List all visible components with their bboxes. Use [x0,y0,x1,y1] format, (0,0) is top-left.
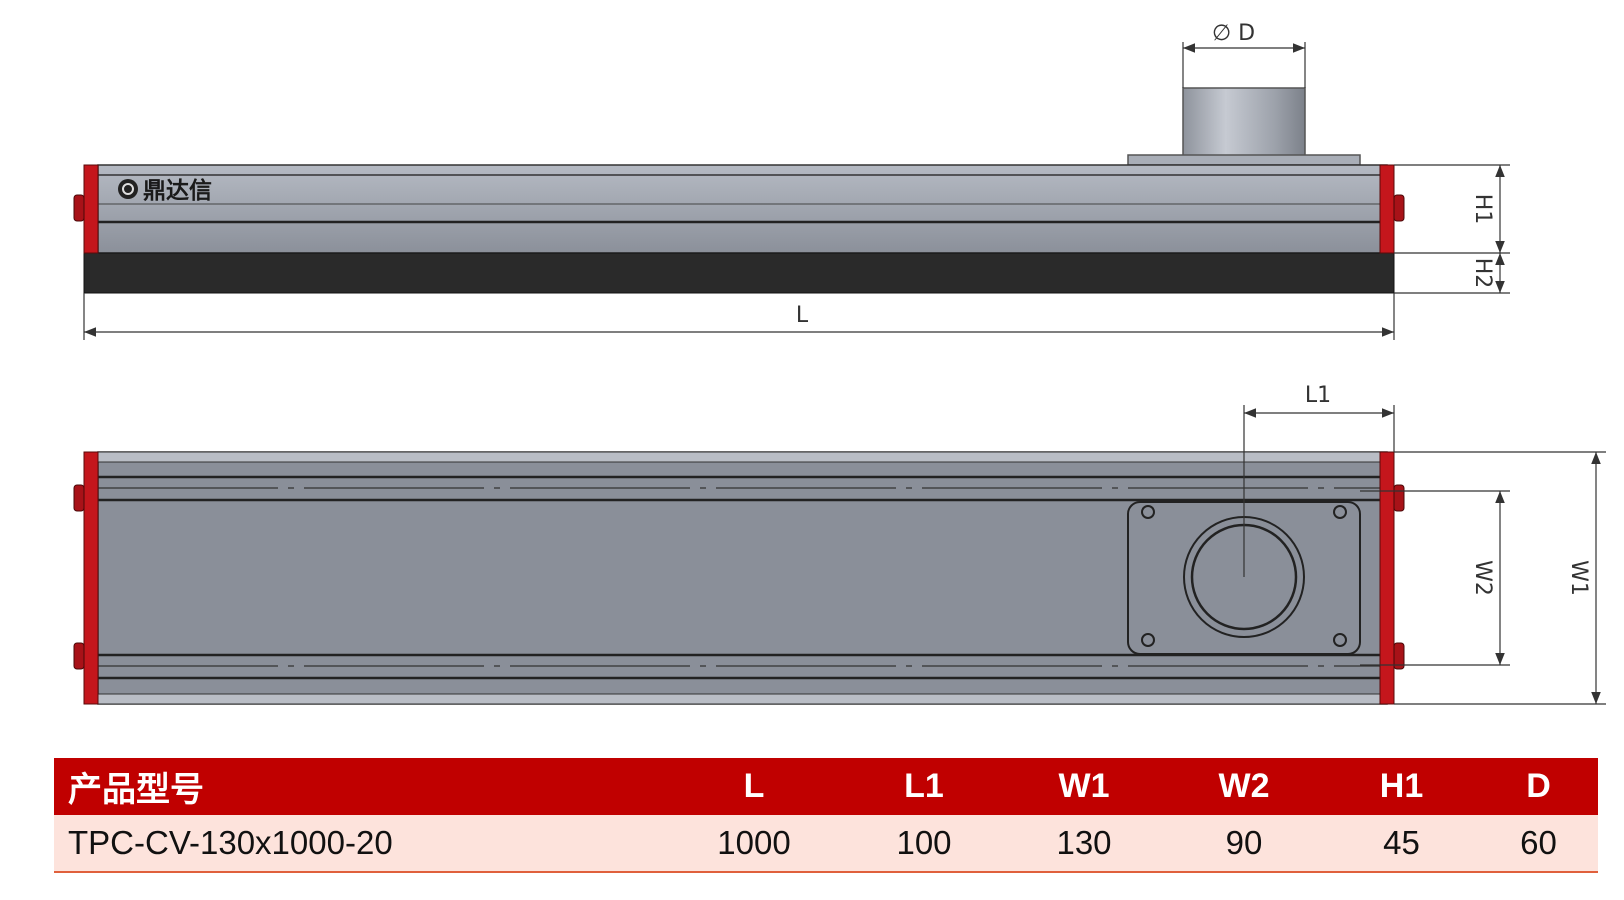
cell-w1: 130 [1004,815,1164,873]
header-l1: L1 [844,758,1004,815]
front-view: 鼎达信 [73,87,1405,294]
header-l: L [664,758,844,815]
top-dimensions [1243,405,1606,705]
outlet-pipe [1182,87,1306,159]
left-end-cap [83,164,99,254]
bolt-hole [1333,505,1347,519]
spec-table: 产品型号 L L1 W1 W2 H1 D TPC-CV-130x1000-20 … [54,758,1598,873]
top-view [73,451,1405,705]
top-left-end-cap [83,451,99,705]
table-header-row: 产品型号 L L1 W1 W2 H1 D [54,758,1598,815]
brand-logo: 鼎达信 [118,177,212,204]
cell-l: 1000 [664,815,844,873]
dim-label-w2: W2 [1470,560,1495,596]
dim-label-h1: H1 [1470,194,1495,225]
logo-icon [118,179,138,199]
right-end-cap [1379,164,1395,254]
cell-d: 60 [1479,815,1598,873]
front-dimensions [83,42,1510,340]
dim-label-l1: L1 [1305,383,1331,408]
dim-label-h2: H2 [1470,258,1495,289]
cell-w2: 90 [1164,815,1324,873]
front-base [83,252,1395,294]
technical-drawing: 鼎达信 ∅ D H1 H2 L [73,21,1606,705]
cell-h1: 45 [1324,815,1479,873]
bolt-hole [1141,633,1155,647]
dim-label-w1: W1 [1566,560,1591,596]
bolt-hole [1141,505,1155,519]
header-model: 产品型号 [54,758,664,815]
right-knob [1393,194,1405,222]
dim-label-l: L [796,303,809,328]
header-d: D [1479,758,1598,815]
top-right-end-cap [1379,451,1395,705]
header-w1: W1 [1004,758,1164,815]
cell-l1: 100 [844,815,1004,873]
header-w2: W2 [1164,758,1324,815]
logo-text: 鼎达信 [143,177,212,204]
front-body [97,164,1388,254]
dim-label-d: ∅ D [1212,21,1255,46]
cell-model: TPC-CV-130x1000-20 [54,815,664,873]
table-row: TPC-CV-130x1000-20 1000 100 130 90 45 60 [54,815,1598,873]
header-h1: H1 [1324,758,1479,815]
left-knob [73,194,85,222]
outlet-flange [1127,154,1361,166]
bolt-hole [1333,633,1347,647]
